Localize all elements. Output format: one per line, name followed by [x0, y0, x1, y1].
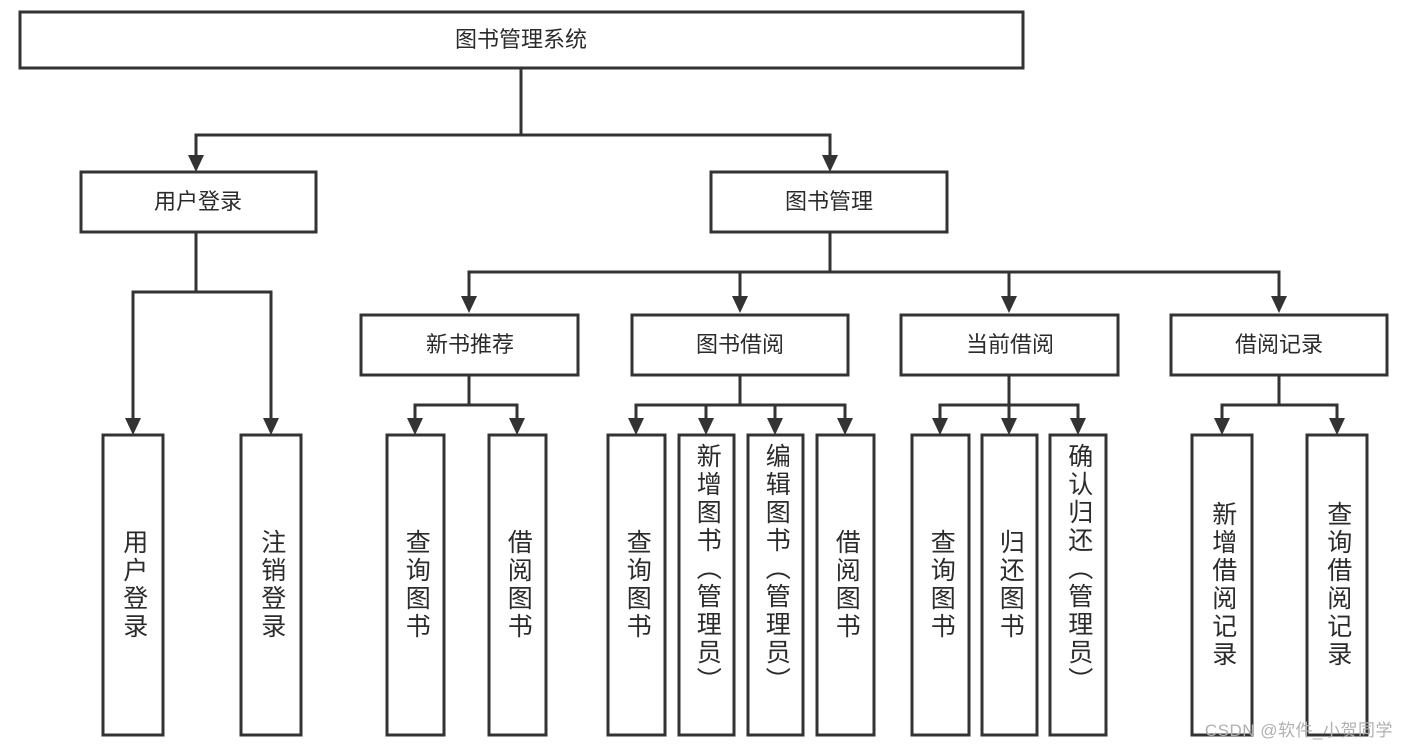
- node-borrow-record[interactable]: 借阅记录: [1169, 313, 1389, 377]
- arrow-bb-leaf1-icon: [628, 418, 644, 435]
- node-leaf-query-book-3-box[interactable]: [910, 433, 971, 737]
- node-new-book-recommend[interactable]: 新书推荐: [359, 313, 580, 377]
- node-book-manage[interactable]: 图书管理: [709, 170, 949, 234]
- node-root-label: 图书管理系统: [455, 27, 587, 52]
- node-book-manage-box[interactable]: [709, 170, 949, 234]
- connector-group-new-book-to-leaves: [407, 373, 525, 435]
- connector-group-current-borrow-to-leaves: [932, 373, 1086, 435]
- node-borrow-record-label: 借阅记录: [1235, 332, 1323, 357]
- watermark-text: CSDN @软件_小贺同学: [1204, 721, 1393, 740]
- node-leaf-confirm-return-box[interactable]: [1048, 433, 1108, 737]
- arrow-bm-book-borrow-icon: [732, 296, 748, 313]
- node-root[interactable]: 图书管理系统: [18, 10, 1025, 70]
- arrow-bb-leaf2-icon: [698, 418, 714, 435]
- node-leaf-edit-book-box[interactable]: [746, 433, 805, 737]
- node-leaf-borrow-book-2-box[interactable]: [815, 433, 876, 737]
- connector-group-book-manage-to-level3: [461, 230, 1287, 313]
- node-new-book-recommend-label: 新书推荐: [426, 332, 514, 357]
- node-leaf-query-book-1-box[interactable]: [385, 433, 446, 737]
- arrow-br-leaf2-icon: [1329, 418, 1345, 435]
- node-user-login-label: 用户登录: [154, 189, 242, 214]
- node-borrow-record-box[interactable]: [1169, 313, 1389, 377]
- node-current-borrow[interactable]: 当前借阅: [899, 313, 1120, 377]
- arrow-root-to-book-manage-icon: [822, 155, 838, 172]
- node-leaf-user-login-box[interactable]: [101, 433, 165, 737]
- arrow-user-login-leaf1-icon: [125, 418, 141, 435]
- node-leaf-logout-box[interactable]: [239, 433, 303, 737]
- arrow-nb-leaf2-icon: [509, 418, 525, 435]
- arrow-cb-leaf1-icon: [932, 418, 948, 435]
- arrow-nb-leaf1-icon: [407, 418, 423, 435]
- node-current-borrow-label: 当前借阅: [966, 332, 1054, 357]
- connector-group-root-to-level2: [188, 66, 838, 172]
- node-current-borrow-box[interactable]: [899, 313, 1120, 377]
- arrow-bb-leaf3-icon: [767, 418, 783, 435]
- connector-group-book-borrow-to-leaves: [628, 373, 853, 435]
- arrow-user-login-leaf2-icon: [263, 418, 279, 435]
- arrow-root-to-user-login-icon: [188, 155, 204, 172]
- node-leaf-query-book-2-box[interactable]: [606, 433, 667, 737]
- arrow-bm-current-borrow-icon: [1001, 296, 1017, 313]
- node-book-borrow-label: 图书借阅: [696, 332, 784, 357]
- arrow-bm-new-book-icon: [461, 296, 477, 313]
- node-book-borrow[interactable]: 图书借阅: [630, 313, 850, 377]
- arrow-bb-leaf4-icon: [837, 418, 853, 435]
- arrow-bm-borrow-record-icon: [1271, 296, 1287, 313]
- node-leaf-borrow-book-1-box[interactable]: [487, 433, 548, 737]
- node-new-book-recommend-box[interactable]: [359, 313, 580, 377]
- connector-group-user-login-to-leaves: [125, 230, 279, 435]
- arrow-br-leaf1-icon: [1214, 418, 1230, 435]
- arrow-cb-leaf3-icon: [1070, 418, 1086, 435]
- node-book-borrow-box[interactable]: [630, 313, 850, 377]
- node-user-login-box[interactable]: [79, 170, 318, 234]
- node-root-box[interactable]: [18, 10, 1025, 70]
- node-leaf-query-record-box[interactable]: [1305, 433, 1369, 737]
- node-user-login[interactable]: 用户登录: [79, 170, 318, 234]
- node-leaf-return-book-box[interactable]: [980, 433, 1039, 737]
- connector-group-borrow-record-to-leaves: [1214, 373, 1345, 435]
- node-leaf-add-book-box[interactable]: [677, 433, 736, 737]
- node-leaf-add-record-box[interactable]: [1190, 433, 1254, 737]
- arrow-cb-leaf2-icon: [1001, 418, 1017, 435]
- node-book-manage-label: 图书管理: [785, 189, 873, 214]
